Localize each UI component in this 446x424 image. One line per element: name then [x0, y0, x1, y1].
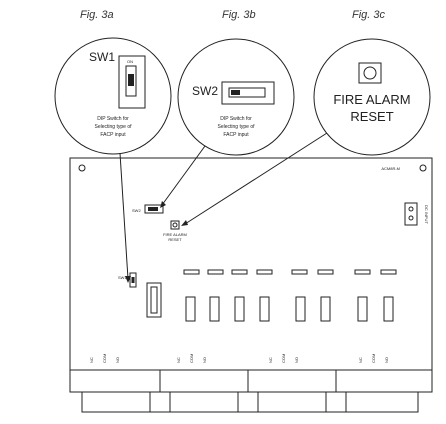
terminal-label-8: COM	[281, 354, 286, 363]
terminal-label-7: NC	[268, 357, 273, 363]
terminal-label-10: NC	[358, 357, 363, 363]
sw1-on-label: ON	[127, 59, 133, 64]
terminal-blocks	[69, 369, 433, 413]
fig-3b-label: Fig. 3b	[222, 9, 256, 21]
relay-3	[234, 296, 245, 322]
terminal-label-11: COM	[371, 354, 376, 363]
led-8	[380, 269, 397, 275]
board-sw1-toggle	[131, 277, 135, 283]
terminal-label-4: NC	[176, 357, 181, 363]
mount-hole-left	[78, 164, 86, 172]
led-1	[183, 269, 200, 275]
fig-3b-callout: SW2 DIP Switch for Selecting type of FAC…	[177, 38, 295, 156]
sw1-switch-toggle	[128, 74, 134, 86]
fire-alarm-label: FIRE ALARM	[333, 92, 410, 107]
terminal-label-1: NC	[89, 357, 94, 363]
relay-8	[383, 296, 394, 322]
board-sw2	[144, 204, 164, 214]
fig-3a-callout: SW1 ON DIP Switch for Selecting type of …	[54, 37, 172, 155]
sw2-switch-slot	[228, 87, 266, 98]
reset-label: RESET	[350, 109, 393, 124]
mount-hole-right	[419, 164, 427, 172]
fig-3a-caption-1: DIP Switch for	[97, 116, 129, 122]
fig-3b-caption-3: FACP input	[223, 132, 249, 138]
board-model-label: ACM8R-M	[381, 166, 400, 171]
led-4	[256, 269, 273, 275]
relay-5	[295, 296, 306, 322]
reset-button-icon	[363, 66, 377, 80]
terminal-label-3: NO	[115, 357, 120, 363]
leader-sw1	[119, 152, 129, 280]
relay-main	[146, 282, 162, 318]
terminal-block-3	[257, 391, 327, 413]
relay-7	[357, 296, 368, 322]
relay-6	[320, 296, 331, 322]
sw1-switch-body	[118, 55, 146, 109]
led-2	[207, 269, 224, 275]
relay-1	[185, 296, 196, 322]
dc-input-connector	[404, 202, 418, 226]
fig-3c-label: Fig. 3c	[352, 9, 386, 21]
sw2-switch-toggle	[231, 90, 240, 95]
dc-input-pin-1	[408, 206, 414, 212]
board-reset-button-icon	[172, 222, 178, 228]
led-7	[354, 269, 371, 275]
board-outline	[69, 157, 433, 371]
led-row	[183, 269, 397, 275]
sw2-label: SW2	[192, 84, 218, 98]
board-reset-label: RESET	[168, 237, 182, 242]
fig-3c-callout: FIRE ALARM RESET	[313, 38, 431, 156]
dc-input-label: DC INPUT	[424, 205, 429, 224]
terminal-label-9: NO	[294, 357, 299, 363]
terminal-label-6: NO	[202, 357, 207, 363]
terminal-rail	[69, 369, 433, 393]
sw2-switch-body	[221, 81, 275, 105]
board-reset-button	[170, 220, 180, 230]
board-sw2-label: SW2	[132, 208, 141, 213]
led-3	[231, 269, 248, 275]
leader-reset	[184, 132, 328, 225]
leader-reset-arrow	[181, 220, 188, 226]
sw1-label: SW1	[89, 50, 115, 64]
fig-3b-caption-2: Selecting type of	[218, 124, 256, 130]
sw1-switch-slot	[125, 65, 137, 97]
relay-2	[209, 296, 220, 322]
leader-sw2	[161, 145, 206, 206]
terminal-label-2: COM	[102, 354, 107, 363]
relay-4	[259, 296, 270, 322]
fig-3a-label: Fig. 3a	[80, 9, 114, 21]
terminal-label-strip: NC COM NO NC COM NO NC COM NO NC COM NO	[89, 354, 389, 363]
board-fire-alarm-label: FIRE ALARM	[163, 232, 187, 237]
terminal-block-2	[169, 391, 239, 413]
relay-row	[146, 282, 394, 322]
terminal-label-12: NO	[384, 357, 389, 363]
dc-input-pin-2	[408, 215, 414, 221]
terminal-block-4	[345, 391, 419, 413]
board-sw1	[129, 272, 137, 288]
fig-3b-caption-1: DIP Switch for	[220, 116, 252, 122]
reset-button-housing	[358, 62, 382, 84]
terminal-block-1	[81, 391, 151, 413]
led-6	[317, 269, 334, 275]
terminal-label-5: COM	[189, 354, 194, 363]
fig-3a-caption-3: FACP input	[100, 132, 126, 138]
led-5	[291, 269, 308, 275]
board-sw1-label: SW1	[118, 275, 127, 280]
board-sw2-toggle	[148, 207, 158, 211]
fig-3a-caption-2: Selecting type of	[95, 124, 133, 130]
